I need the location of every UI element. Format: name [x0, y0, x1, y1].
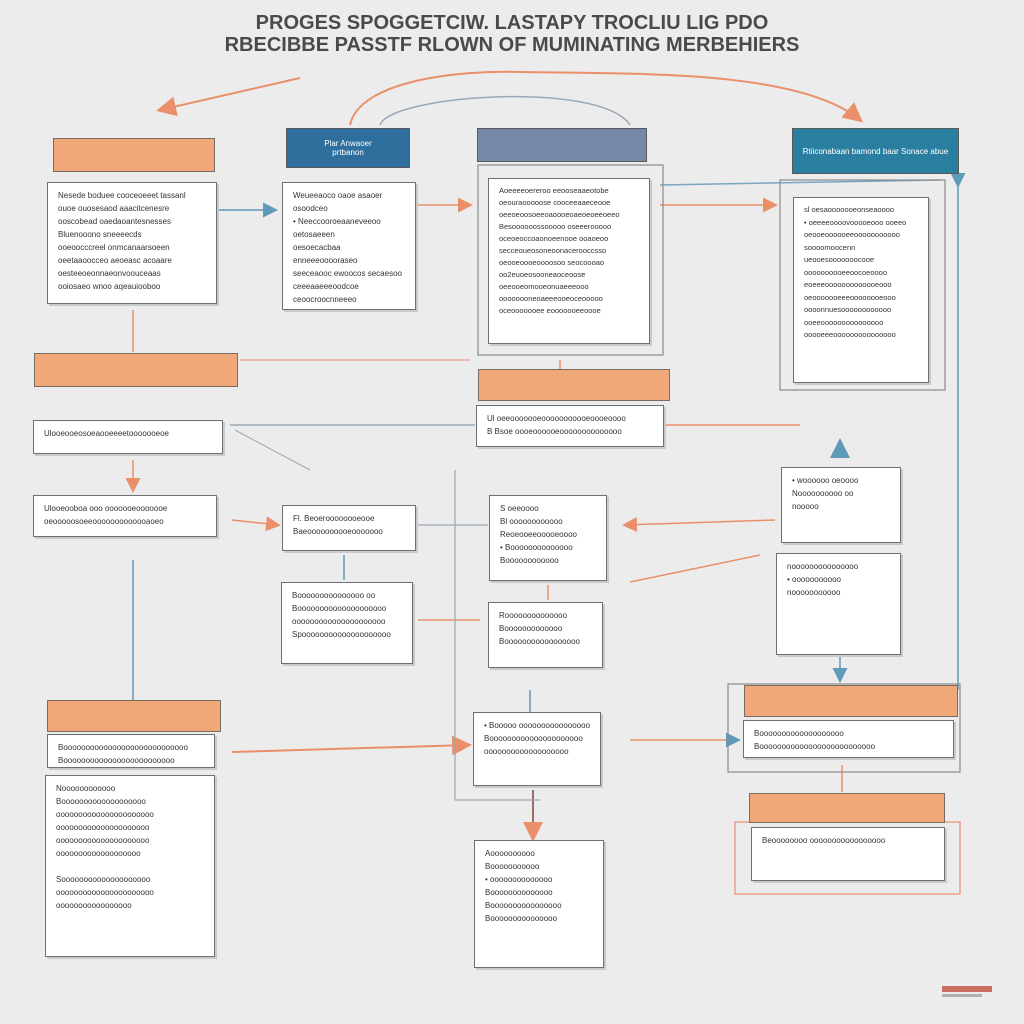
- left-top-arrow: [156, 77, 301, 117]
- diagram-title-line-2: RBECIBBE PASSTF RLOWN OF MUMINATING MERB…: [224, 34, 800, 56]
- node-col4-top: sl oesaooooooeonseaoooo • oeeeeoooovoooo…: [793, 197, 929, 383]
- link-b7-b8: [231, 516, 281, 532]
- node-col2-mid: Fl. Beoeroooooooeooe Baeoooooooooeoooooo…: [282, 505, 416, 551]
- node-col3-center: S oeeoooo Bl oooooooooooo Reoeooeeooooeo…: [489, 495, 607, 581]
- link-row-bottom: [231, 735, 472, 756]
- header-col2: Plar Anwaoer prtbanon: [286, 128, 410, 168]
- node-col4-bottom: Beoooooooo ooooooooooooooooo: [751, 827, 945, 881]
- node-left-top: Nesede boduee cooceoeeet tassanl ouoe ou…: [47, 182, 217, 304]
- header-left-bottom: [47, 700, 221, 732]
- frame-h8: [727, 683, 961, 773]
- header-col4-lower: [744, 685, 958, 717]
- diagram-title-line-1: PROGES SPOGGETCIW. LASTAPY TROCLIU LIG P…: [255, 12, 769, 34]
- node-col3-bottom-1: • Booooo oooooooooooooooo Booooooooooooo…: [473, 712, 601, 786]
- header-left-mid: [34, 353, 238, 387]
- frame-b4: [779, 179, 946, 391]
- header-col4-bottom: [749, 793, 945, 823]
- node-left-mid-1: Ulooeooeosoeaooeeeetooooooeoe: [33, 420, 223, 454]
- node-col3-lower: Roooooooooooooo Booooooooooooo Boooooooo…: [488, 602, 603, 668]
- signature-mark: [942, 986, 992, 997]
- node-left-bottom-1: Boooooooooooooooooooooooooooo Booooooooo…: [47, 734, 215, 768]
- node-left-mid-2: Ulooeooboa ooo ooooooeooooooe oeooooosoe…: [33, 495, 217, 537]
- header-col4: Rtiiconabaan bamond baar Sonace abue: [792, 128, 959, 174]
- header-col3: [477, 128, 647, 162]
- node-col3-mid: Ul oeeooooooeooooooooooeoooeoooo B Bsoe …: [476, 405, 664, 447]
- top-connector-arc: [349, 70, 864, 126]
- frame-b3: [477, 164, 664, 356]
- link-b3-b4-blue: [659, 179, 941, 186]
- link-b11-mid: [629, 554, 761, 583]
- node-col3-bottom-2: Aoooooooooo Booooooooooo • ooooooooooooo…: [474, 840, 604, 968]
- link-b10-left: [622, 517, 776, 533]
- node-col3-top: Aoeeeeoereroo eeooseaaeotobe oeouraooooo…: [488, 178, 650, 344]
- node-col4-mid-2: nooooooooooooooo • ooooooooooo noooooooo…: [776, 553, 901, 655]
- node-col2-top: Weueeaoco oaoe asaoer osoodceo • Neeccoo…: [282, 182, 416, 310]
- node-col4-lower: Booooooooooooooooooo Boooooooooooooooooo…: [743, 720, 954, 758]
- link-center-bracket: [454, 470, 540, 801]
- node-left-bottom-2: Noooooooooooo Booooooooooooooooooo ooooo…: [45, 775, 215, 957]
- node-col4-mid-1: • woooooo oeoooo Noooooooooo oo nooooo: [781, 467, 901, 543]
- node-col2-lower: Booooooooooooooo oo Booooooooooooooooooo…: [281, 582, 413, 664]
- header-left-top: [53, 138, 215, 172]
- link-slanted: [234, 429, 311, 471]
- top-connector-arc-inner: [379, 95, 631, 126]
- header-col3-mid: [478, 369, 670, 401]
